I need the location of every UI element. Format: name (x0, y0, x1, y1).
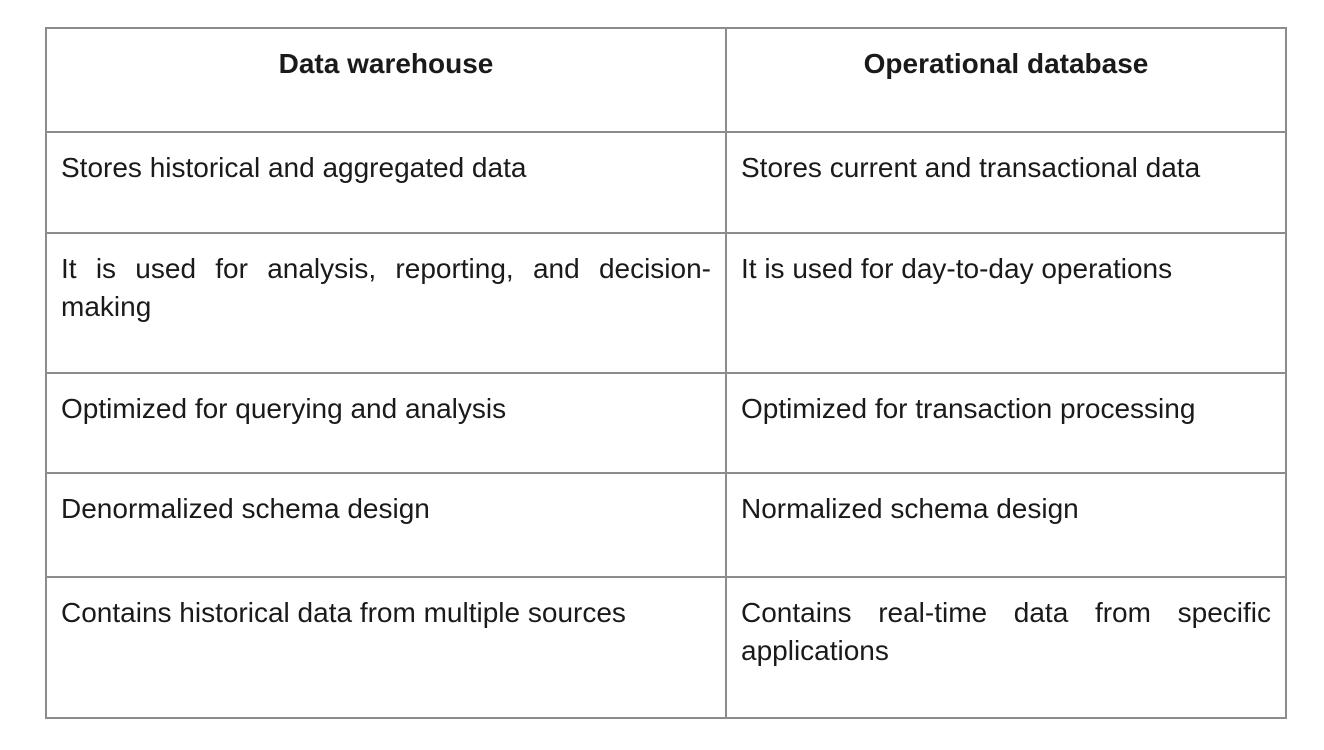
table-row: Contains historical data from multiple s… (45, 576, 1287, 719)
header-operational-database: Operational database (725, 27, 1287, 133)
table-row: Optimized for querying and analysis Opti… (45, 372, 1287, 474)
table-cell: Normalized schema design (725, 472, 1287, 578)
table-cell: Stores historical and aggregated data (45, 131, 727, 234)
table-row: It is used for analysis, reporting, and … (45, 232, 1287, 374)
table-cell: Stores current and transactional data (725, 131, 1287, 234)
header-data-warehouse: Data warehouse (45, 27, 727, 133)
table-cell: Denormalized schema design (45, 472, 727, 578)
table-cell: Contains real-time data from specific ap… (725, 576, 1287, 719)
table-cell: It is used for day-to-day operations (725, 232, 1287, 374)
table-cell: Contains historical data from multiple s… (45, 576, 727, 719)
table-header-row: Data warehouse Operational database (45, 27, 1287, 133)
comparison-table: Data warehouse Operational database Stor… (45, 27, 1287, 719)
table-cell: It is used for analysis, reporting, and … (45, 232, 727, 374)
table-row: Denormalized schema design Normalized sc… (45, 472, 1287, 578)
table-cell: Optimized for transaction processing (725, 372, 1287, 474)
table-cell: Optimized for querying and analysis (45, 372, 727, 474)
table-row: Stores historical and aggregated data St… (45, 131, 1287, 234)
